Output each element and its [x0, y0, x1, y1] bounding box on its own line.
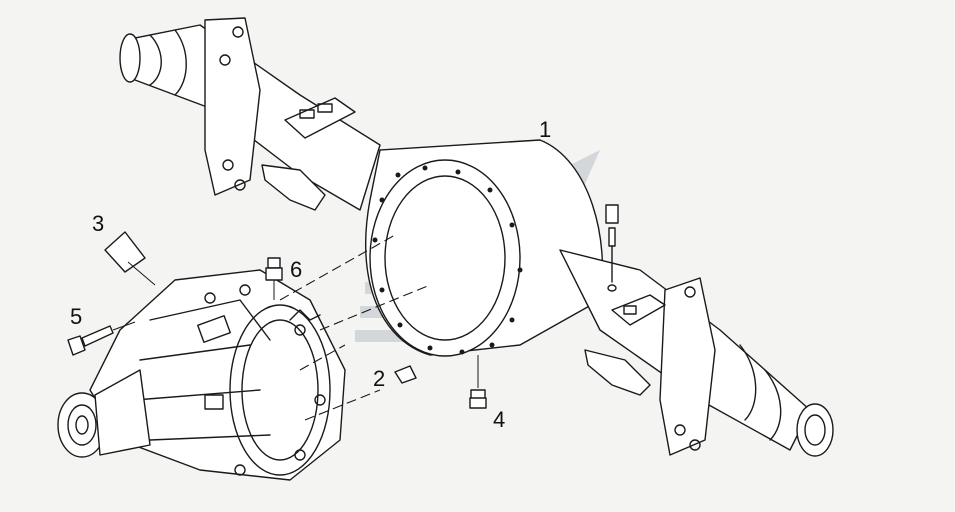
assembly-line-4 [299, 344, 346, 371]
flange-holes [372, 165, 523, 355]
assembly-line-3 [304, 389, 381, 421]
assembly-line-2 [279, 234, 396, 301]
callout-5: 5 [70, 304, 83, 329]
callout-6: 6 [290, 257, 303, 282]
small-gasket [394, 365, 417, 384]
assembly-line-1 [319, 284, 431, 331]
callout-4: 4 [493, 407, 506, 432]
axle-housing [119, 17, 834, 457]
callout-1: 1 [539, 117, 552, 142]
drain-plug [469, 355, 487, 409]
plug-top [265, 257, 283, 300]
differential-carrier [57, 269, 346, 481]
callout-2: 2 [373, 366, 386, 391]
callout-3: 3 [92, 211, 105, 236]
bolt [67, 321, 136, 356]
gasket [104, 231, 146, 273]
